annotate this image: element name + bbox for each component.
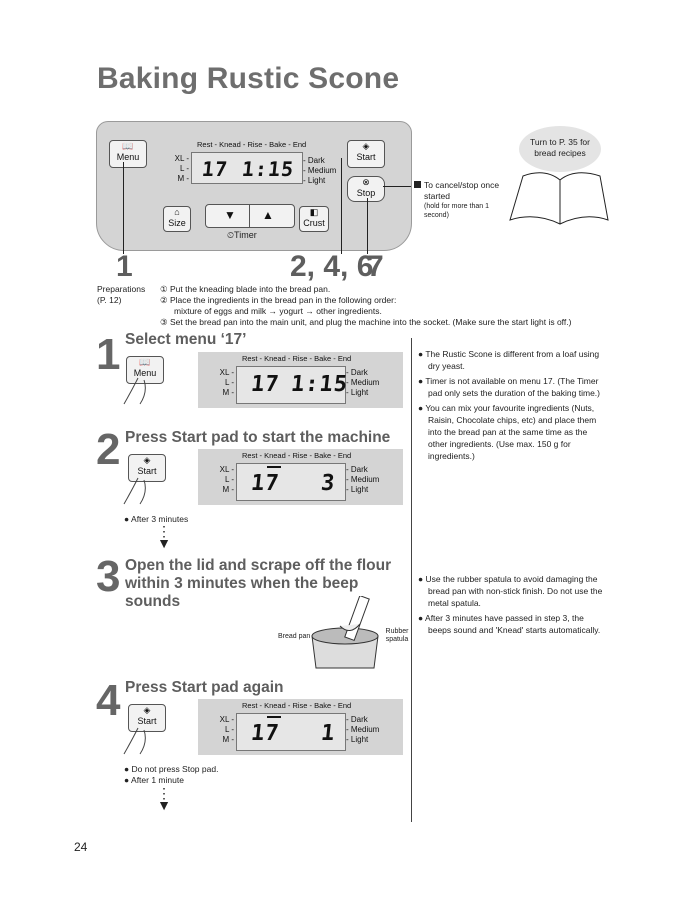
arrow-down-icon: ⋮▼	[157, 523, 171, 551]
lcd-panel: Rest - Knead - Rise - Bake - End XL -L -…	[198, 699, 403, 755]
arrow-down-icon: ⋮▼	[157, 785, 171, 813]
finger-icon	[123, 377, 146, 405]
bread-pan-label: Bread pan	[278, 633, 311, 640]
leader-line	[367, 198, 368, 254]
finger-icon	[123, 477, 146, 505]
start-button[interactable]: ◈ Start	[347, 140, 385, 168]
leader-line	[123, 162, 124, 254]
timer-down-button[interactable]: ▼	[224, 208, 236, 222]
notes-step3: ● Use the rubber spatula to avoid damagi…	[418, 573, 608, 639]
preparations-list: ① Put the kneading blade into the bread …	[160, 284, 572, 327]
start-icon: ◈	[143, 705, 151, 715]
crust-button[interactable]: ◧ Crust	[299, 206, 329, 232]
step-number: 4	[96, 676, 121, 725]
after-note: ● Do not press Stop pad. ● After 1 minut…	[124, 764, 219, 785]
step-heading: Press Start pad again	[125, 679, 284, 696]
clock-icon: ⏲	[227, 230, 235, 240]
timer-buttons: ▼ ▲	[205, 204, 295, 228]
page-title: Baking Rustic Scone	[97, 62, 400, 95]
stop-note: To cancel/stop once started (hold for mo…	[424, 180, 500, 219]
timer-label: ⏲Timer	[227, 230, 257, 240]
callout-1: 1	[116, 250, 133, 283]
timer-up-button[interactable]: ▲	[262, 208, 274, 222]
size-indicator: XL -L -M -	[174, 154, 189, 183]
leader-line	[383, 186, 411, 187]
start-icon: ◈	[362, 141, 370, 151]
note-item: ● Timer is not available on menu 17. (Th…	[418, 376, 600, 398]
crust-icon: ◧	[309, 207, 319, 217]
size-button[interactable]: ⌂ Size	[163, 206, 191, 232]
time-readout: 1:15	[240, 157, 296, 181]
spatula-label: Rubber spatula	[385, 628, 409, 643]
recipe-bubble	[519, 126, 601, 172]
menu-button[interactable]: 📖 Menu	[109, 140, 147, 168]
after-note: ● After 3 minutes	[124, 514, 189, 524]
lcd-display: 17 1:15	[191, 152, 303, 184]
note-item: ● You can mix your favourite ingredients…	[418, 403, 597, 461]
crust-shade-indicator: - Dark- Medium- Light	[303, 156, 337, 185]
menu-label: Menu	[116, 152, 140, 162]
lcd-panel: Rest - Knead - Rise - Bake - End XL -L -…	[198, 449, 403, 505]
bread-pan-illustration	[311, 596, 379, 669]
start-button-illustration: ◈Start	[128, 454, 166, 482]
column-divider	[411, 338, 412, 822]
size-icon: ⌂	[174, 207, 180, 217]
note-item: ● The Rustic Scone is different from a l…	[418, 349, 600, 371]
step-number: 3	[96, 552, 121, 601]
step-heading: Press Start pad to start the machine	[125, 429, 391, 446]
finger-icon	[123, 727, 146, 755]
leader-line	[341, 158, 342, 254]
book-icon	[509, 172, 609, 225]
step-number: 2	[96, 425, 121, 474]
notes-step1: ● The Rustic Scone is different from a l…	[418, 348, 608, 465]
stop-icon: ⊗	[362, 177, 370, 187]
page-number: 24	[74, 840, 88, 854]
step-heading: Open the lid and scrape off the flour wi…	[125, 557, 392, 610]
control-panel: 📖 Menu Rest - Knead - Rise - Bake - End …	[96, 121, 412, 251]
stop-button[interactable]: ⊗ Stop	[347, 176, 385, 202]
start-icon: ◈	[143, 455, 151, 465]
note-item: ● Use the rubber spatula to avoid damagi…	[418, 574, 603, 608]
callout-7: 7	[367, 250, 384, 283]
step-heading: Select menu ‘17’	[125, 331, 247, 348]
book-icon: 📖	[139, 357, 151, 367]
bullet-square	[414, 181, 421, 188]
cycle-labels: Rest - Knead - Rise - Bake - End	[197, 140, 307, 149]
note-item: ● After 3 minutes have passed in step 3,…	[418, 613, 601, 635]
step-number: 1	[96, 330, 121, 379]
menu-number: 17	[200, 157, 230, 181]
lcd-panel: Rest - Knead - Rise - Bake - End XL -L -…	[198, 352, 403, 408]
book-icon: 📖	[122, 141, 134, 151]
preparations-label: Preparations (P. 12)	[97, 284, 146, 305]
callout-2-4-6: 2, 4, 6	[290, 250, 374, 283]
menu-button-illustration: 📖Menu	[126, 356, 164, 384]
recipe-note: Turn to P. 35 for bread recipes	[529, 137, 590, 158]
start-button-illustration: ◈Start	[128, 704, 166, 732]
